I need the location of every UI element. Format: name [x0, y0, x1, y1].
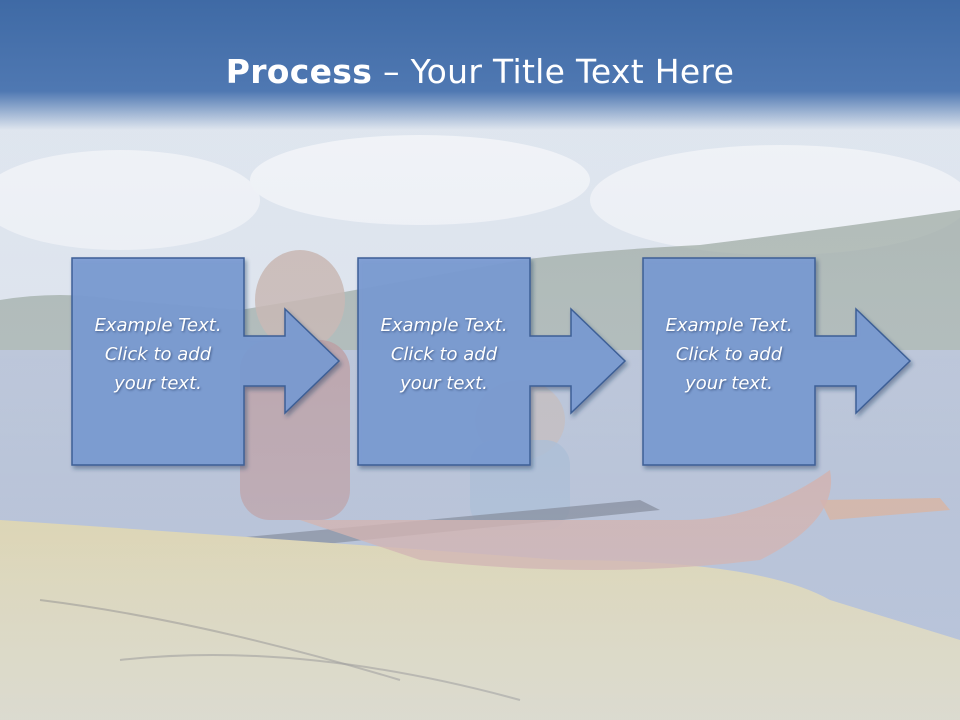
- step-3-line-3: your text.: [685, 373, 773, 394]
- step-3-line-1: Example Text.: [665, 315, 793, 336]
- process-step-1-arrow-box[interactable]: [71, 257, 341, 466]
- step-3-line-2: Click to add: [675, 344, 783, 365]
- step-2-line-2: Click to add: [390, 344, 498, 365]
- step-1-line-3: your text.: [114, 373, 202, 394]
- title-band: [0, 0, 960, 130]
- step-2-line-3: your text.: [400, 373, 488, 394]
- process-step-3-arrow-box[interactable]: [642, 257, 912, 466]
- step-1-text[interactable]: Example Text. Click to add your text.: [72, 311, 244, 398]
- step-2-line-1: Example Text.: [380, 315, 508, 336]
- process-step-2-arrow-box[interactable]: [357, 257, 627, 466]
- title-dash: –: [372, 52, 411, 91]
- step-1-line-1: Example Text.: [94, 315, 222, 336]
- step-2-text[interactable]: Example Text. Click to add your text.: [358, 311, 530, 398]
- title-rest-text: Your Title Text Here: [410, 52, 735, 91]
- step-1-line-2: Click to add: [104, 344, 212, 365]
- slide-title[interactable]: Process – Your Title Text Here: [0, 52, 960, 91]
- title-bold-text: Process: [225, 52, 373, 91]
- step-3-text[interactable]: Example Text. Click to add your text.: [643, 311, 815, 398]
